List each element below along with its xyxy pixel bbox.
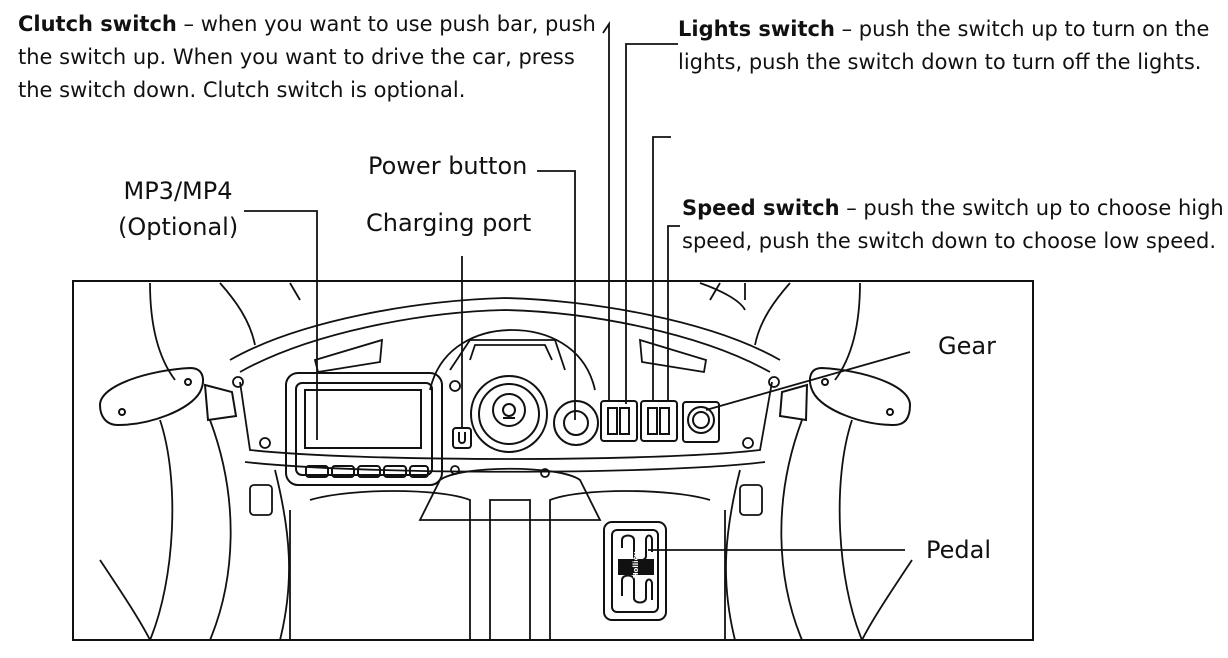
mp3-label: MP3/MP4 (Optional) xyxy=(118,177,239,241)
lights-leader xyxy=(625,43,678,404)
lights-line-2: lights, push the switch down to turn off… xyxy=(678,50,1202,74)
clutch-switch-description: Clutch switch – when you want to use pus… xyxy=(18,8,596,107)
clutch-switch-title: Clutch switch xyxy=(18,12,177,36)
speed-switch xyxy=(640,400,678,442)
clutch-line-1: Clutch switch – when you want to use pus… xyxy=(18,12,596,36)
speed-switch-description: Speed switch – push the switch up to cho… xyxy=(682,192,1224,258)
speed-line-2: speed, push the switch down to choose lo… xyxy=(682,229,1217,253)
gear-leader xyxy=(705,351,911,411)
pedal xyxy=(603,521,667,621)
leader-lines xyxy=(244,21,911,551)
charging-port-label: Charging port xyxy=(366,209,532,237)
pedal-brand-logo: Hollicy xyxy=(632,551,640,579)
mp3-screen xyxy=(285,372,443,486)
mp3-leader xyxy=(244,210,318,440)
speed-line-1: Speed switch – push the switch up to cho… xyxy=(682,196,1224,220)
clutch-line-3: the switch down. Clutch switch is option… xyxy=(18,78,466,102)
lights-switch xyxy=(600,400,638,442)
power-button-label: Power button xyxy=(368,152,528,180)
right-mirror xyxy=(778,366,912,427)
steering-hub xyxy=(470,375,548,453)
speed-leader-2 xyxy=(667,225,680,402)
clutch-line-2: the switch up. When you want to drive th… xyxy=(18,45,575,69)
speed-leader xyxy=(652,136,671,402)
left-mirror xyxy=(98,366,238,427)
speed-switch-title: Speed switch xyxy=(682,196,840,220)
body-outline xyxy=(99,282,913,641)
power-leader xyxy=(537,170,576,420)
gear-knob xyxy=(682,401,720,443)
power-button xyxy=(553,400,599,446)
lights-switch-title: Lights switch xyxy=(678,17,835,41)
lights-switch-description: Lights switch – push the switch up to tu… xyxy=(678,13,1209,79)
pedal-label: Pedal xyxy=(926,536,991,564)
gear-label: Gear xyxy=(938,332,996,360)
charging-port xyxy=(452,427,472,449)
dashboard-frame xyxy=(72,280,1034,641)
clutch-leader xyxy=(602,21,610,400)
lights-line-1: Lights switch – push the switch up to tu… xyxy=(678,17,1210,41)
